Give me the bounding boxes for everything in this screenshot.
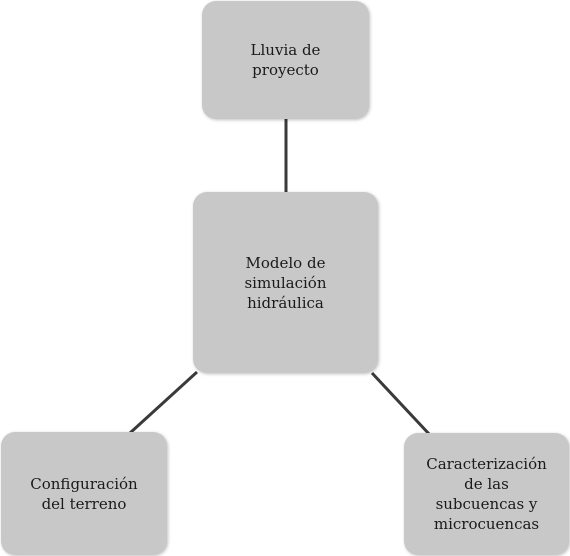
- node-label: Caracterización de las subcuencas y micr…: [426, 455, 547, 533]
- node-label: Configuración del terreno: [30, 474, 138, 513]
- node-label: Modelo de simulación hidráulica: [244, 253, 327, 312]
- node-modelo-de-simulacion-hidraulica: Modelo de simulación hidráulica: [193, 192, 378, 373]
- connector-center-to-right: [370, 371, 432, 437]
- node-label: Lluvia de proyecto: [250, 41, 321, 79]
- node-lluvia-de-proyecto: Lluvia de proyecto: [202, 1, 369, 119]
- connector-center-to-left: [128, 370, 199, 435]
- node-configuracion-del-terreno: Configuración del terreno: [1, 432, 167, 555]
- node-caracterizacion-subcuencas: Caracterización de las subcuencas y micr…: [404, 433, 569, 555]
